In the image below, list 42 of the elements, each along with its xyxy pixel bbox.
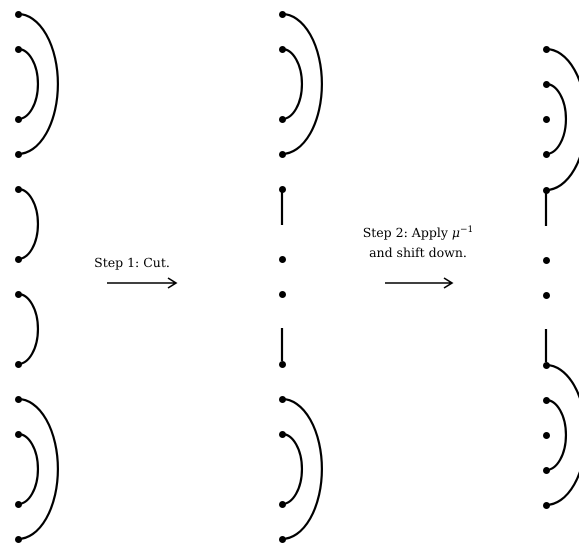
point-dot bbox=[542, 396, 550, 404]
step-label: Step 1: Cut. bbox=[93, 254, 171, 272]
point-dot bbox=[278, 536, 286, 542]
point-dot bbox=[278, 46, 286, 52]
point-dot bbox=[14, 430, 22, 438]
point-dot bbox=[542, 502, 550, 508]
line-stub bbox=[544, 193, 548, 226]
point-dot bbox=[278, 150, 286, 158]
line-stub bbox=[280, 192, 284, 225]
point-dot bbox=[542, 186, 550, 194]
point-dot bbox=[542, 150, 550, 158]
point-dot bbox=[14, 396, 22, 402]
point-dot bbox=[278, 116, 286, 122]
point-dot bbox=[14, 536, 22, 542]
point-dot bbox=[14, 186, 22, 192]
line-stub bbox=[280, 328, 284, 361]
point-dot bbox=[278, 10, 286, 18]
point-dot bbox=[14, 150, 22, 158]
point-dot bbox=[278, 430, 286, 438]
point-dot bbox=[278, 500, 286, 508]
point-dot bbox=[542, 362, 550, 368]
point-dot bbox=[14, 290, 22, 298]
point-dot bbox=[278, 290, 286, 298]
point-dot bbox=[278, 186, 286, 192]
point-dot bbox=[278, 360, 286, 368]
step-label: Step 2: Apply μ$^{−1}$ and shift down. bbox=[362, 224, 474, 262]
point-dot bbox=[14, 360, 22, 368]
point-dot bbox=[542, 256, 550, 264]
point-dot bbox=[14, 46, 22, 52]
point-dot bbox=[542, 292, 550, 298]
point-dot bbox=[14, 500, 22, 508]
line-stub bbox=[544, 329, 548, 362]
point-dot bbox=[14, 116, 22, 122]
point-dot bbox=[542, 432, 550, 438]
point-dot bbox=[542, 80, 550, 88]
point-dot bbox=[14, 10, 22, 18]
point-dot bbox=[278, 256, 286, 262]
point-dot bbox=[278, 396, 286, 402]
point-dot bbox=[14, 256, 22, 262]
point-dot bbox=[542, 116, 550, 122]
point-dot bbox=[542, 466, 550, 474]
point-dot bbox=[542, 46, 550, 52]
